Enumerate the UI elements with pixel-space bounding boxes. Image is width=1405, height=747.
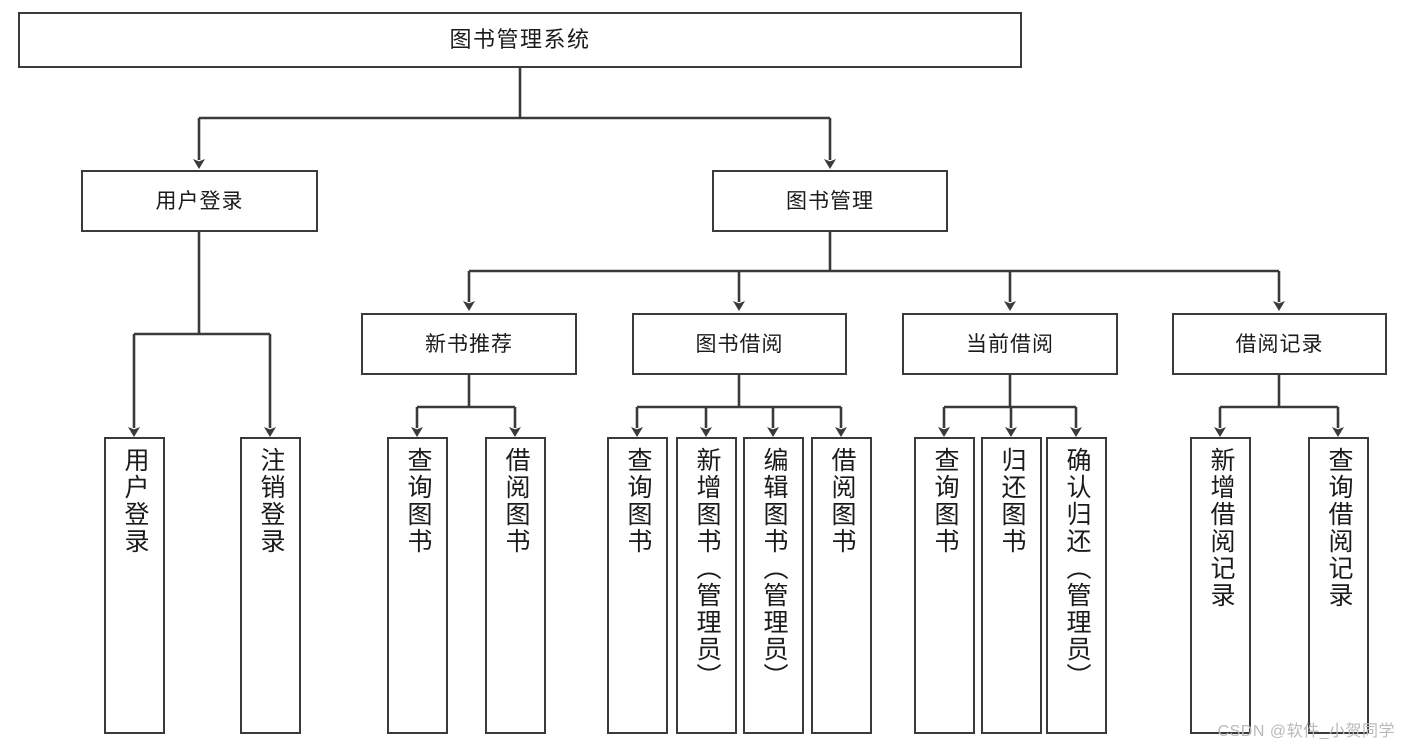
node-leaf-query-book-2-label: 查询图书 [624,447,652,555]
node-leaf-query-book-3[interactable]: 查询图书 [914,437,975,734]
node-current-borrow[interactable]: 当前借阅 [902,313,1118,375]
node-new-book-recommend[interactable]: 新书推荐 [361,313,577,375]
node-leaf-query-book-3-label: 查询图书 [931,447,959,555]
node-book-manage[interactable]: 图书管理 [712,170,948,232]
node-leaf-edit-book[interactable]: 编辑图书（管理员） [743,437,804,734]
node-leaf-logout[interactable]: 注销登录 [240,437,301,734]
node-leaf-confirm-return-label: 确认归还（管理员） [1063,447,1091,690]
node-leaf-edit-book-label: 编辑图书（管理员） [760,447,788,690]
node-leaf-borrow-book-1-label: 借阅图书 [502,447,530,555]
node-root[interactable]: 图书管理系统 [18,12,1022,68]
node-book-manage-label: 图书管理 [786,189,874,213]
node-leaf-return-book[interactable]: 归还图书 [981,437,1042,734]
node-root-label: 图书管理系统 [449,27,591,52]
node-borrow-record[interactable]: 借阅记录 [1172,313,1387,375]
node-current-borrow-label: 当前借阅 [966,332,1054,356]
node-book-borrow-label: 图书借阅 [695,332,784,356]
node-leaf-user-login[interactable]: 用户登录 [104,437,165,734]
node-leaf-borrow-book-1[interactable]: 借阅图书 [485,437,546,734]
node-leaf-query-record[interactable]: 查询借阅记录 [1308,437,1369,734]
node-user-login-label: 用户登录 [155,189,244,213]
node-borrow-record-label: 借阅记录 [1235,332,1324,356]
node-leaf-add-book[interactable]: 新增图书（管理员） [676,437,737,734]
node-leaf-confirm-return[interactable]: 确认归还（管理员） [1046,437,1107,734]
node-book-borrow[interactable]: 图书借阅 [632,313,847,375]
watermark-text: CSDN @软件_小贺同学 [1217,723,1395,740]
node-leaf-add-record-label: 新增借阅记录 [1207,447,1235,609]
node-leaf-query-record-label: 查询借阅记录 [1325,447,1353,609]
node-leaf-add-book-label: 新增图书（管理员） [693,447,721,690]
node-leaf-return-book-label: 归还图书 [998,447,1026,555]
node-leaf-query-book-2[interactable]: 查询图书 [607,437,668,734]
node-leaf-borrow-book-2[interactable]: 借阅图书 [811,437,872,734]
node-leaf-query-book-1[interactable]: 查询图书 [387,437,448,734]
node-leaf-query-book-1-label: 查询图书 [404,447,432,555]
node-leaf-add-record[interactable]: 新增借阅记录 [1190,437,1251,734]
node-user-login[interactable]: 用户登录 [81,170,318,232]
node-leaf-user-login-label: 用户登录 [121,447,149,555]
node-leaf-logout-label: 注销登录 [257,447,285,555]
node-leaf-borrow-book-2-label: 借阅图书 [828,447,856,555]
node-new-book-recommend-label: 新书推荐 [425,332,513,356]
